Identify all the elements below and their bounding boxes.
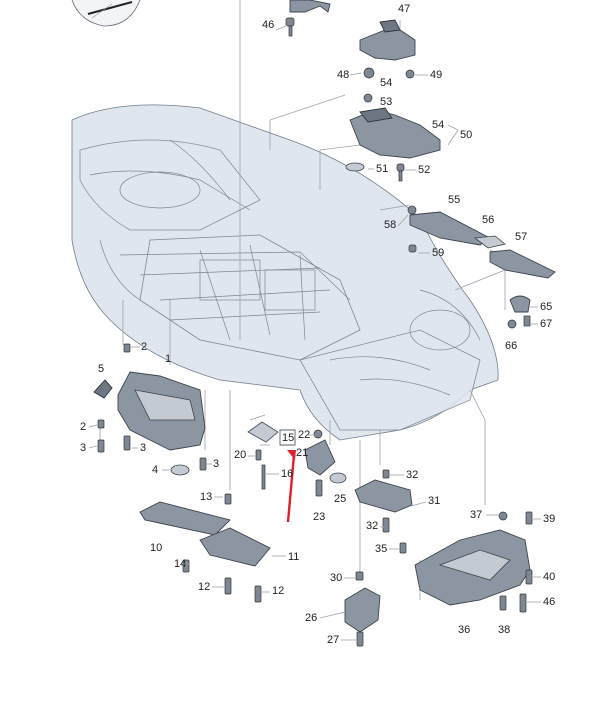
callout-4: 4	[152, 464, 158, 476]
callout-12b: 12	[272, 585, 284, 597]
callout-52: 52	[418, 164, 430, 176]
callout-16: 20	[234, 449, 246, 461]
callout-50: 50	[460, 129, 472, 141]
callout-67: 67	[540, 318, 552, 330]
callout-14: 15	[282, 432, 294, 444]
callout-40: 46	[543, 596, 555, 608]
callout-47: 47	[398, 3, 410, 15]
callout-21: 22	[298, 429, 310, 441]
callout-13b: 14	[174, 558, 186, 570]
callout-11: 11	[288, 551, 299, 563]
callout-2a: 2	[141, 341, 147, 353]
callout-56: 56	[482, 214, 494, 226]
callout-38: 39	[543, 513, 555, 525]
vehicle-underbody	[71, 104, 499, 441]
callout-53: 53	[380, 96, 392, 108]
callout-57: 57	[515, 231, 527, 243]
callout-39: 40	[543, 571, 555, 583]
callout-26: 27	[327, 634, 339, 646]
orientation-icon	[71, 0, 141, 27]
callout-3b: 3	[140, 442, 146, 454]
callout-66: 66	[505, 340, 517, 352]
callout-15: 16	[281, 468, 293, 480]
callout-48: 48	[337, 69, 349, 81]
callout-54a: 54	[380, 77, 392, 89]
callout-23: 25	[334, 493, 346, 505]
callout-13a: 13	[200, 491, 212, 503]
callout-59: 59	[432, 247, 444, 259]
callout-31: 32	[366, 520, 378, 532]
part-shapes	[93, 0, 556, 647]
callout-10: 10	[150, 542, 162, 554]
callout-1: 1	[165, 353, 171, 365]
callout-labels: 46 47 48 49 54 53 54 50 51 52 55 56 57 5…	[80, 3, 555, 646]
callout-30: 31	[428, 495, 440, 507]
callout-37: 38	[498, 624, 510, 636]
callout-3c: 3	[213, 458, 219, 470]
callout-12a: 12	[198, 581, 210, 593]
callout-54b: 54	[432, 119, 444, 131]
callout-36: 37	[470, 509, 482, 521]
callout-49: 49	[430, 69, 442, 81]
callout-27: 30	[330, 572, 342, 584]
callout-51: 51	[376, 163, 388, 175]
callout-46: 46	[262, 19, 274, 31]
callout-65: 65	[540, 301, 552, 313]
callout-22: 23	[313, 511, 325, 523]
callout-5: 5	[98, 363, 104, 375]
callout-55: 55	[448, 194, 460, 206]
callout-58: 58	[384, 219, 396, 231]
callout-3a: 3	[80, 442, 86, 454]
callout-32b: 35	[375, 543, 387, 555]
callout-32a: 32	[406, 469, 418, 481]
callout-20: 21	[296, 447, 308, 459]
callout-2b: 2	[80, 421, 86, 433]
callout-25: 26	[305, 612, 317, 624]
callout-35: 36	[458, 624, 470, 636]
label-ticks	[88, 25, 541, 641]
